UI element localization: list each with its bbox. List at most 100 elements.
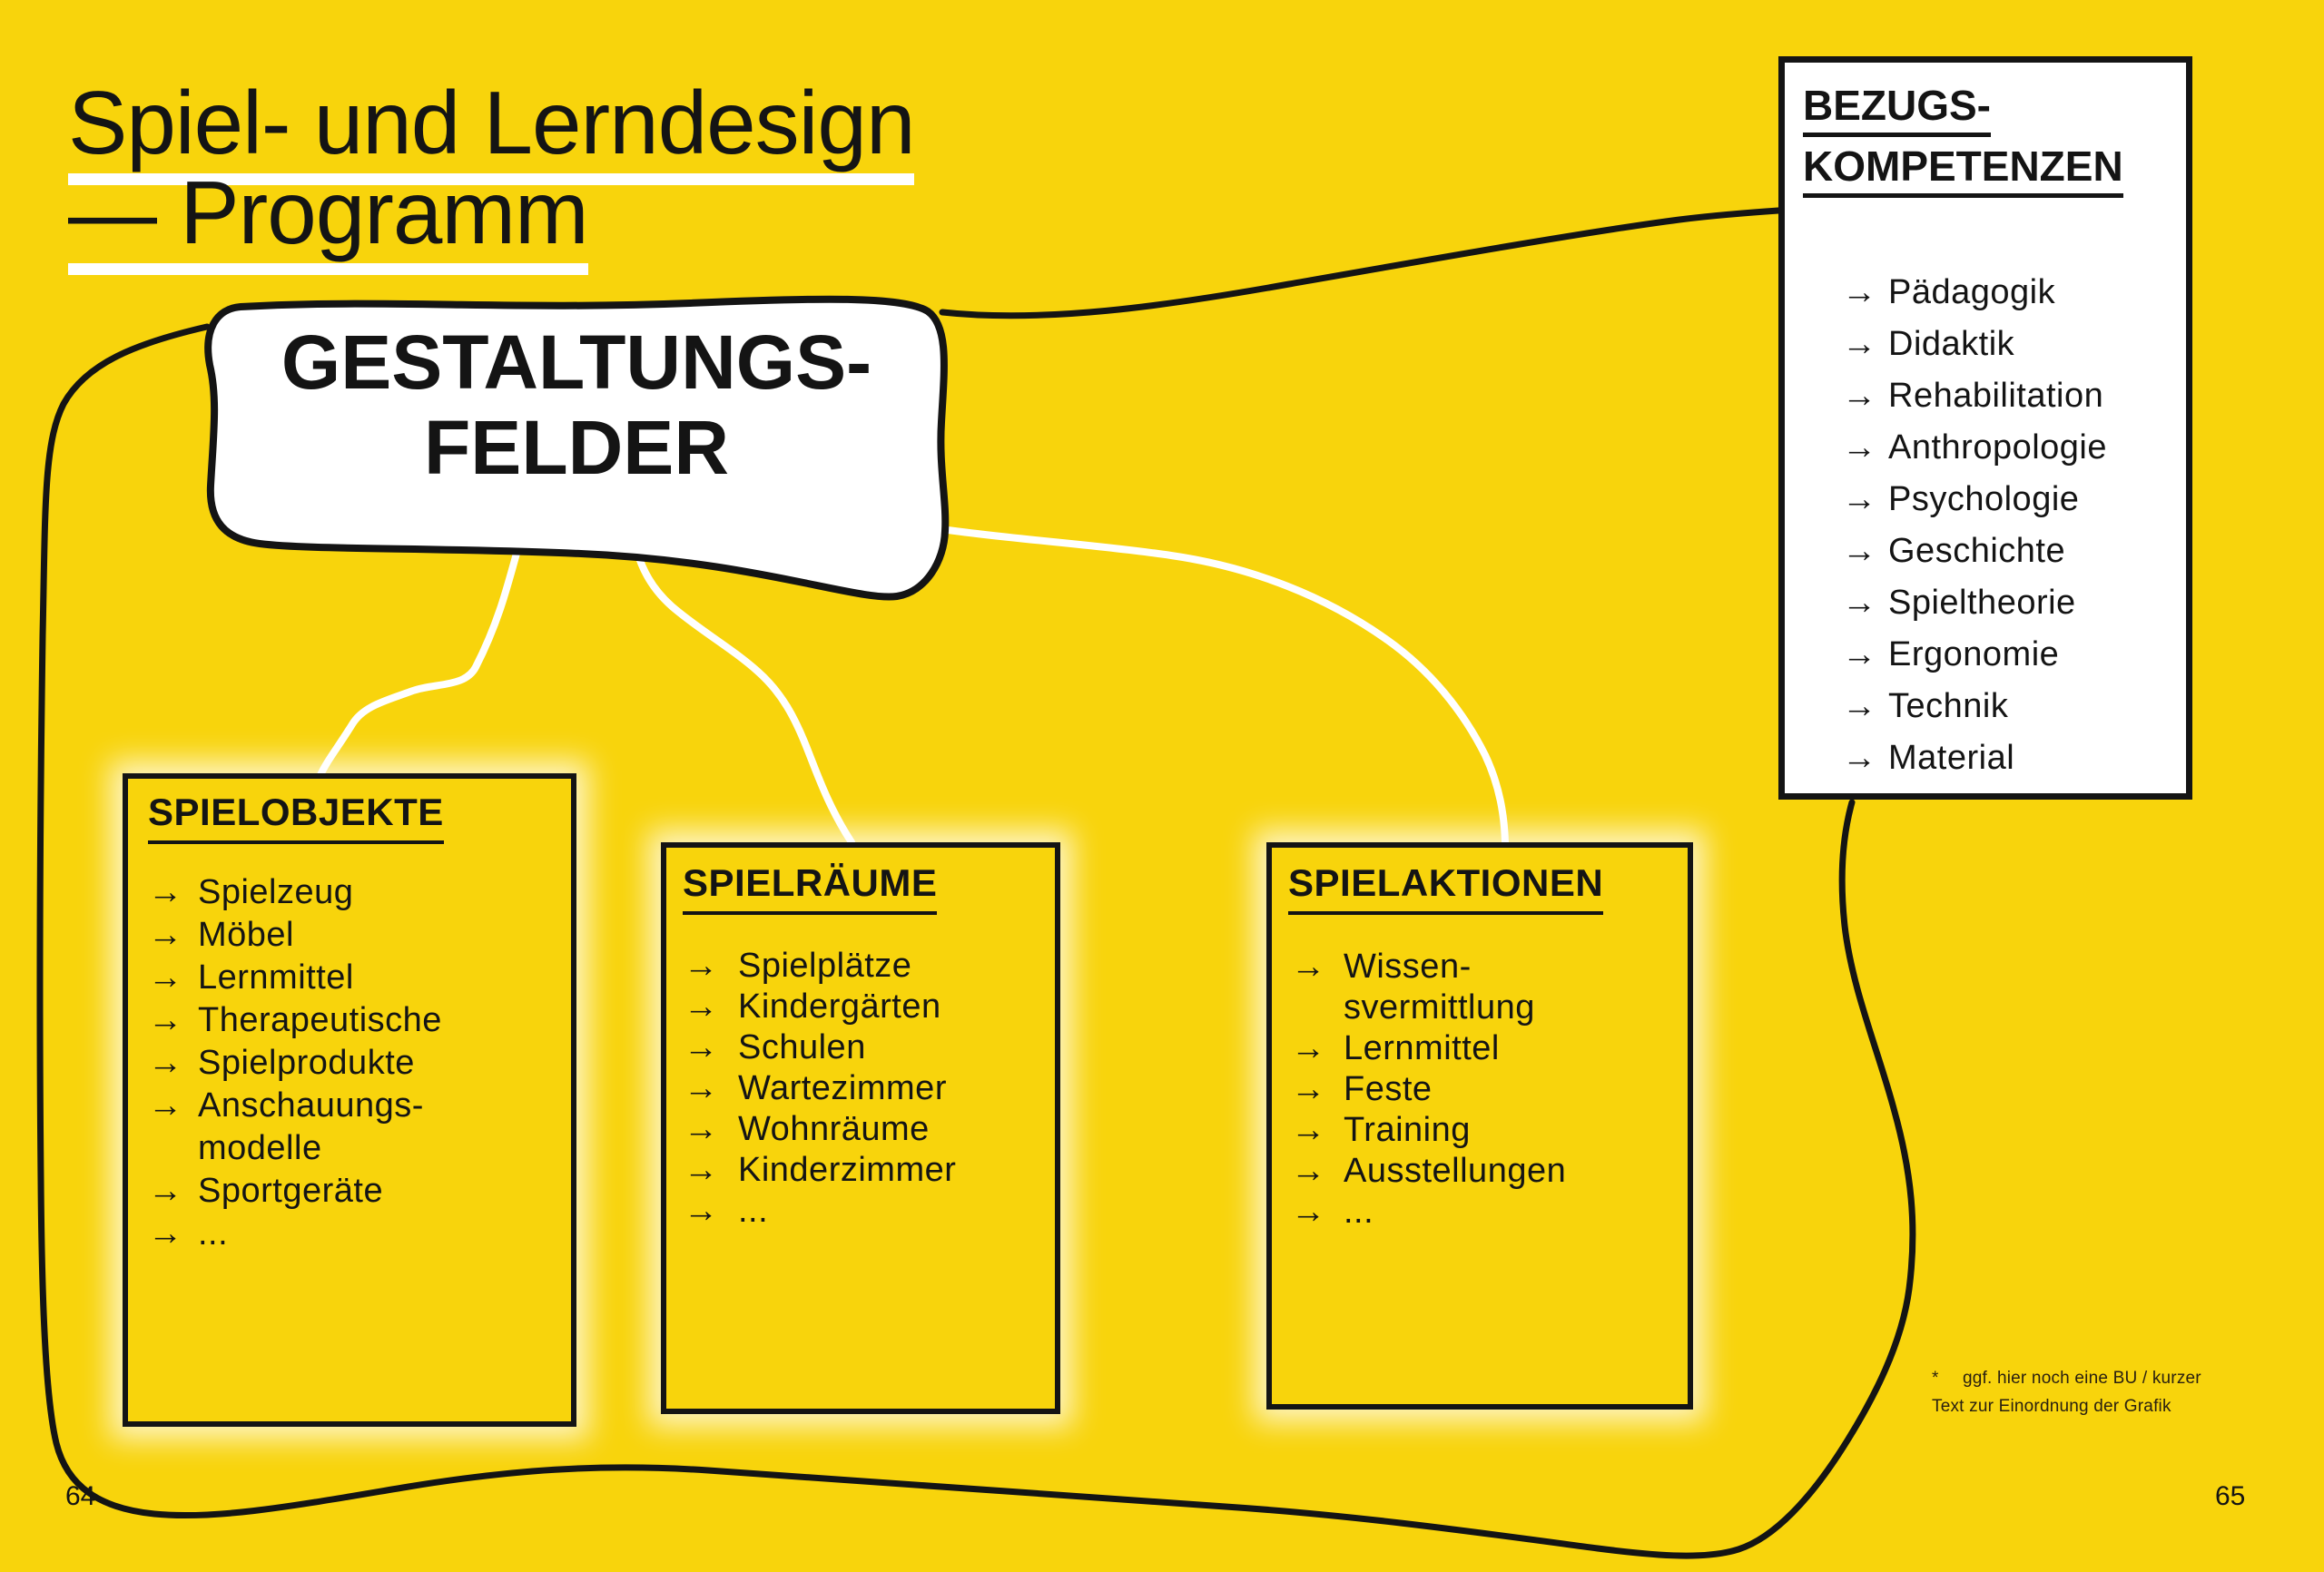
box-spielaktionen-list: → Wissen-svermittlung → Lernmittel → Feste → Tr… bbox=[1291, 947, 1566, 1233]
arrow-icon: → bbox=[684, 1069, 719, 1107]
list-item-text: Pädagogik bbox=[1888, 273, 2056, 311]
list-item: → Lernmittel bbox=[1291, 1028, 1566, 1069]
loop-line-left-bottom bbox=[36, 323, 1916, 1559]
arrow-icon: → bbox=[1842, 532, 1877, 570]
list-item-text: Ausstellungen bbox=[1344, 1152, 1567, 1190]
list-item: →Rehabilitation bbox=[1842, 370, 2107, 422]
list-item-text: Wissen-svermittlung bbox=[1344, 948, 1535, 1027]
central-node-shape bbox=[204, 295, 950, 601]
list-item-text: Training bbox=[1344, 1111, 1471, 1149]
box-spielobjekte-list: →Spielzeug→Möbel→Lernmittel→Therapeutisc… bbox=[148, 871, 442, 1255]
arrow-icon: → bbox=[1291, 1111, 1326, 1149]
list-item: → Kindergärten bbox=[684, 987, 956, 1027]
box-spielobjekte: SPIELOBJEKTE →Spielzeug→Möbel→Lernmittel… bbox=[123, 773, 576, 1427]
footnote: *ggf. hier noch eine BU / kurzer Text zu… bbox=[1932, 1364, 2201, 1420]
list-item: → Möbel bbox=[148, 914, 442, 957]
box-bezugskompetenzen-title-line1: BEZUGS- bbox=[1803, 84, 1991, 137]
list-item-text: Spielplätze bbox=[738, 947, 912, 985]
box-spielaktionen: SPIELAKTIONEN → Wissen-svermittlung → Lernm… bbox=[1266, 842, 1693, 1410]
list-item-text: Ergonomie bbox=[1888, 635, 2060, 673]
list-item-text: ... bbox=[198, 1214, 229, 1253]
list-item-text: Feste bbox=[1344, 1070, 1433, 1108]
list-item: →Kinderzimmer bbox=[684, 1150, 956, 1191]
arrow-icon: → bbox=[684, 987, 719, 1026]
box-spielraeume-title: SPIELRÄUME bbox=[683, 864, 938, 915]
list-item-text: Geschichte bbox=[1888, 532, 2066, 570]
list-item-text: Rehabilitation bbox=[1888, 377, 2104, 415]
arrow-icon: → bbox=[1842, 480, 1877, 518]
list-item-text: Anschauungs-modelle bbox=[198, 1086, 424, 1167]
list-item: → Wohnräume bbox=[684, 1109, 956, 1150]
arrow-icon: → bbox=[1291, 1193, 1326, 1231]
arrow-icon: → bbox=[1842, 739, 1877, 777]
list-item-text: Möbel bbox=[198, 916, 294, 954]
connector-spielobjekte bbox=[316, 546, 521, 781]
list-item-text: Sportgeräte bbox=[198, 1172, 384, 1210]
arrow-icon: → bbox=[148, 1001, 183, 1039]
list-item: →Spielzeug bbox=[148, 871, 442, 914]
arrow-icon: → bbox=[148, 916, 183, 954]
arrow-icon: → bbox=[148, 1214, 183, 1253]
list-item: → Therapeutische bbox=[148, 999, 442, 1042]
list-item-text: Psychologie bbox=[1888, 480, 2080, 518]
list-item: → Material bbox=[1842, 732, 2107, 784]
box-bezugskompetenzen: BEZUGS- KOMPETENZEN →Pädagogik→Didaktik→… bbox=[1778, 56, 2192, 800]
list-item-text: Schulen bbox=[738, 1028, 866, 1066]
central-node-line2: FELDER bbox=[424, 405, 729, 490]
arrow-icon: → bbox=[1842, 428, 1877, 467]
list-item: → Psychologie bbox=[1842, 474, 2107, 526]
list-item: →Lernmittel bbox=[148, 957, 442, 999]
list-item-text: Kindergärten bbox=[738, 987, 941, 1026]
list-item-text: Wohnräume bbox=[738, 1110, 930, 1148]
list-item-text: ... bbox=[738, 1192, 769, 1230]
list-item: →Anthropologie bbox=[1842, 422, 2107, 474]
list-item: → Geschichte bbox=[1842, 526, 2107, 577]
list-item-text: Spielzeug bbox=[198, 873, 354, 911]
footnote-line2: Text zur Einordnung der Grafik bbox=[1932, 1397, 2171, 1416]
list-item: →... bbox=[1291, 1192, 1566, 1233]
footnote-line1: *ggf. hier noch eine BU / kurzer bbox=[1932, 1364, 2201, 1392]
list-item-text: Technik bbox=[1888, 687, 2009, 725]
page-title-line1: Spiel- und Lerndesign bbox=[68, 78, 915, 185]
loop-line-top-right bbox=[939, 207, 1782, 319]
list-item-text: Therapeutische bbox=[198, 1001, 442, 1039]
list-item: →... bbox=[148, 1213, 442, 1255]
list-item: →Spielplätze bbox=[684, 946, 956, 987]
list-item: → Pädagogik bbox=[1842, 267, 2107, 319]
box-bezugskompetenzen-title-line2: KOMPETENZEN bbox=[1803, 145, 2123, 198]
list-item-text: Didaktik bbox=[1888, 325, 2015, 363]
arrow-icon: → bbox=[1842, 325, 1877, 363]
list-item-text: ... bbox=[1344, 1193, 1374, 1231]
arrow-icon: → bbox=[1291, 1029, 1326, 1067]
connector-spielraeume bbox=[634, 548, 855, 846]
list-item: →Ergonomie bbox=[1842, 629, 2107, 681]
arrow-icon: → bbox=[148, 1172, 183, 1210]
arrow-icon: → bbox=[1291, 1070, 1326, 1108]
list-item: → Didaktik bbox=[1842, 319, 2107, 370]
footnote-line1-text: ggf. hier noch eine BU / kurzer bbox=[1963, 1369, 2201, 1388]
list-item: → Schulen bbox=[684, 1027, 956, 1068]
arrow-icon: → bbox=[684, 1110, 719, 1148]
box-spielraeume: SPIELRÄUME →Spielplätze→Kindergärten→Sch… bbox=[661, 842, 1060, 1414]
arrow-icon: → bbox=[148, 958, 183, 997]
list-item: →... bbox=[684, 1191, 956, 1232]
central-node-label: GESTALTUNGS- FELDER bbox=[218, 319, 935, 490]
page-number-right: 65 bbox=[2215, 1481, 2246, 1511]
list-item-text: Material bbox=[1888, 739, 2015, 777]
list-item: →Technik bbox=[1842, 681, 2107, 732]
list-item-text: Lernmittel bbox=[1344, 1029, 1500, 1067]
arrow-icon: → bbox=[1291, 948, 1326, 986]
arrow-icon: → bbox=[684, 1028, 719, 1066]
box-bezugskompetenzen-list: →Pädagogik→Didaktik→Rehabilitation→Anthr… bbox=[1842, 267, 2107, 784]
list-item: →Wartezimmer bbox=[684, 1068, 956, 1109]
list-item-text: Spielprodukte bbox=[198, 1044, 415, 1082]
box-bezugskompetenzen-title: BEZUGS- KOMPETENZEN bbox=[1803, 84, 2123, 206]
list-item: → Sportgeräte bbox=[148, 1170, 442, 1213]
arrow-icon: → bbox=[684, 1192, 719, 1230]
box-spielaktionen-title: SPIELAKTIONEN bbox=[1288, 864, 1604, 915]
list-item: →Spieltheorie bbox=[1842, 577, 2107, 629]
box-spielobjekte-title: SPIELOBJEKTE bbox=[148, 793, 444, 844]
arrow-icon: → bbox=[1842, 273, 1877, 311]
